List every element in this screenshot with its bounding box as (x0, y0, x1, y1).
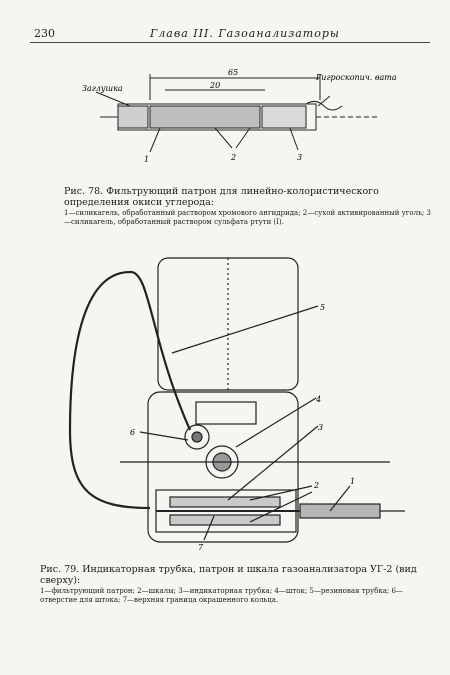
filter-cartridge (299, 503, 381, 519)
leader-2b (235, 127, 251, 149)
header-rule (30, 42, 430, 43)
leader-1 (149, 127, 161, 153)
callout-2: 2 (313, 481, 319, 490)
leader-2b (249, 491, 313, 523)
leader-1 (329, 485, 351, 512)
cotton-wad (305, 100, 343, 111)
page-header: Глава III. Газоанализаторы (150, 27, 340, 40)
dim-label-20: 20 (209, 81, 220, 90)
fig79-caption: Рис. 79. Индикаторная трубка, патрон и ш… (40, 564, 417, 586)
leader-2a (249, 485, 313, 501)
label-plug: Заглушка (82, 84, 123, 93)
stem-hole (184, 424, 210, 450)
leader-4 (235, 397, 317, 448)
callout-7: 7 (198, 543, 204, 552)
callout-4: 4 (315, 395, 321, 404)
rubber-tube (68, 270, 192, 510)
callout-5: 5 (320, 303, 325, 312)
callout-1: 1 (350, 477, 355, 486)
stem-plate (195, 401, 257, 425)
fig78-legend: 1—силикагель, обработанный раствором хро… (64, 209, 431, 226)
callout-3: 3 (318, 423, 323, 432)
stem-hole-inner (191, 431, 203, 443)
filler-charcoal (149, 105, 261, 129)
scale-top (169, 496, 281, 508)
label-cotton: Гигроскопич. вата (315, 73, 397, 82)
leader-plug (95, 91, 131, 107)
callout-3: 3 (297, 153, 302, 162)
device-body (147, 391, 299, 543)
scale-bottom (169, 514, 281, 526)
callout-6: 6 (130, 428, 135, 437)
callout-1: 1 (144, 155, 149, 164)
fig78-caption: Рис. 78. Фильтрующий патрон для линейно-… (64, 186, 379, 208)
leader-3 (289, 127, 299, 151)
leader-5 (171, 305, 319, 354)
leader-cotton (317, 95, 331, 107)
leader-7 (203, 515, 215, 541)
leader-2a (214, 127, 233, 149)
leader-6 (139, 431, 189, 441)
dim-label-65: 65 (228, 68, 238, 77)
fig79-legend: 1—фильтрующий патрон; 2—шкалы; 3—индикат… (40, 587, 403, 604)
filler-silica (261, 105, 307, 129)
leader-3 (227, 425, 319, 501)
page-number: 230 (34, 27, 55, 40)
callout-2: 2 (230, 153, 236, 162)
